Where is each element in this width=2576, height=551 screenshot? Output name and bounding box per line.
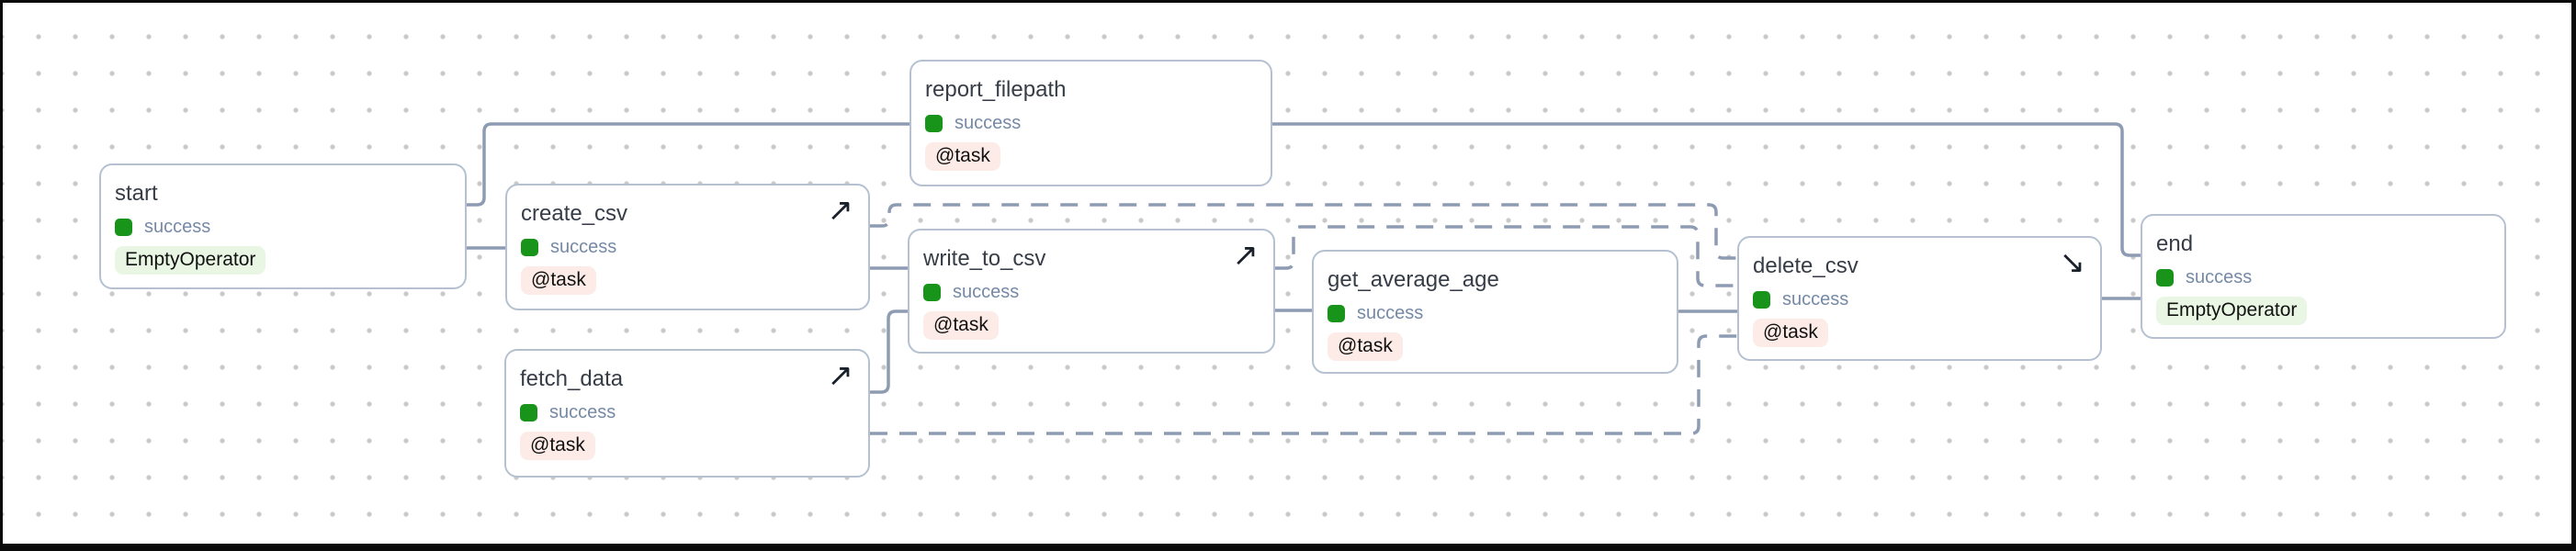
frame-border-bottom	[0, 544, 2576, 551]
setup-arrow-icon: ↗	[827, 357, 854, 394]
task-status-row: success	[1753, 287, 2085, 311]
task-status-label: success	[955, 112, 1022, 133]
task-status-row: success	[2156, 265, 2490, 289]
task-status-label: success	[549, 401, 616, 422]
task-node-delete_csv[interactable]: ↘ delete_csv success @task	[1737, 236, 2102, 361]
task-status-label: success	[953, 281, 1020, 302]
task-status-label: success	[1357, 302, 1424, 323]
task-decorator-badge: @task	[1328, 332, 1403, 361]
success-status-icon	[115, 218, 132, 236]
edge-fetch_data-to-write_to_csv	[870, 309, 908, 394]
success-status-icon	[1753, 290, 1770, 309]
task-status-row: success	[1328, 301, 1662, 325]
task-status-label: success	[1782, 288, 1849, 309]
task-status-label: success	[144, 216, 211, 237]
operator-badge: EmptyOperator	[2156, 297, 2308, 325]
success-status-icon	[923, 283, 941, 301]
task-status-row: success	[115, 215, 450, 239]
task-node-write_to_csv[interactable]: ↗ write_to_csv success @task	[908, 229, 1275, 354]
edge-report_filepath-to-end	[1272, 122, 2141, 257]
task-node-report_filepath[interactable]: report_filepath success @task	[910, 60, 1272, 186]
success-status-icon	[521, 238, 538, 256]
task-status-row: success	[521, 235, 853, 259]
success-status-icon	[925, 114, 943, 132]
task-status-label: success	[550, 236, 617, 257]
frame-border-top	[0, 0, 2576, 3]
task-status-label: success	[2186, 266, 2253, 287]
task-node-get_average_age[interactable]: get_average_age success @task	[1312, 250, 1678, 374]
setup-arrow-icon: ↗	[1232, 237, 1260, 274]
task-status-row: success	[925, 111, 1256, 135]
task-decorator-badge: @task	[925, 142, 1000, 171]
task-node-create_csv[interactable]: ↗ create_csv success @task	[505, 184, 870, 310]
edge-write_to_csv-to-delete_csv	[1275, 225, 1737, 287]
task-name: write_to_csv	[923, 246, 1046, 271]
edge-fetch_data-to-delete_csv	[870, 334, 1737, 435]
teardown-arrow-icon: ↘	[2059, 244, 2086, 281]
edge-create_csv-to-delete_csv	[870, 203, 1737, 260]
operator-badge: EmptyOperator	[115, 246, 266, 275]
task-status-row: success	[520, 400, 853, 424]
task-name: start	[115, 181, 158, 206]
task-decorator-badge: @task	[1753, 319, 1828, 347]
task-name: end	[2156, 231, 2194, 256]
frame-border-right	[2571, 0, 2576, 551]
task-decorator-badge: @task	[520, 432, 595, 460]
frame-border-left	[0, 0, 3, 551]
success-status-icon	[520, 403, 537, 422]
setup-arrow-icon: ↗	[827, 192, 854, 229]
success-status-icon	[2156, 268, 2174, 287]
task-decorator-badge: @task	[923, 311, 999, 340]
task-name: delete_csv	[1753, 253, 1859, 278]
task-node-end[interactable]: end success EmptyOperator	[2141, 214, 2506, 339]
task-decorator-badge: @task	[521, 266, 596, 295]
task-node-start[interactable]: start success EmptyOperator	[99, 163, 467, 289]
task-name: create_csv	[521, 201, 628, 226]
task-status-row: success	[923, 280, 1259, 304]
edge-start-to-report_filepath	[467, 122, 910, 207]
task-node-fetch_data[interactable]: ↗ fetch_data success @task	[504, 349, 870, 478]
task-name: report_filepath	[925, 77, 1067, 102]
task-name: get_average_age	[1328, 267, 1499, 292]
task-name: fetch_data	[520, 366, 624, 391]
success-status-icon	[1328, 304, 1345, 322]
